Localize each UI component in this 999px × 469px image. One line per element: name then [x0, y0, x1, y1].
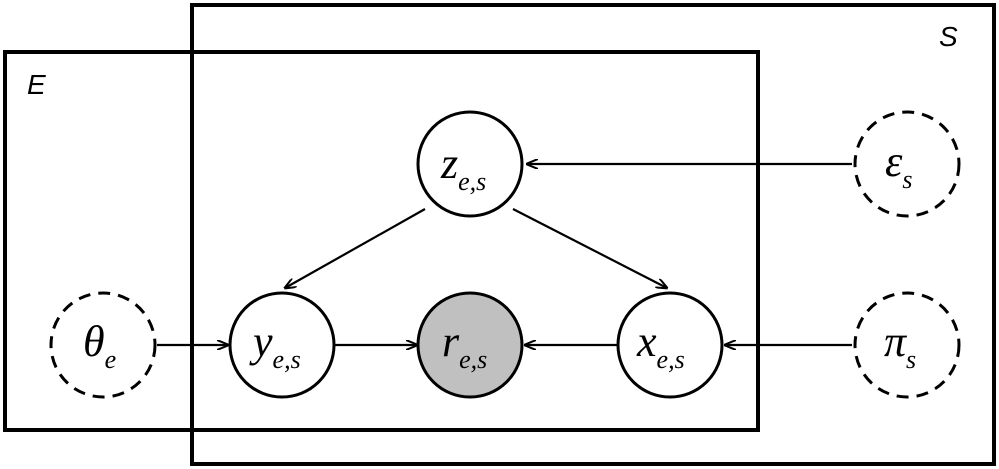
node-r: re,s [416, 291, 524, 399]
node-z: ze,s [416, 110, 524, 218]
svg-text:θe: θe [83, 317, 116, 374]
node-x-subscript: e,s [657, 345, 685, 374]
node-x: xe,s [616, 291, 724, 399]
plate-s-label: S [939, 21, 958, 52]
node-y: ye,s [228, 291, 336, 399]
node-z-subscript: e,s [458, 167, 486, 196]
edge-z-x [512, 208, 667, 288]
node-theta-symbol: θ [83, 317, 105, 366]
svg-text:εs: εs [885, 137, 912, 194]
node-epsilon-symbol: ε [885, 137, 903, 186]
node-x-symbol: x [636, 317, 657, 366]
node-r-symbol: r [442, 317, 460, 366]
svg-text:re,s: re,s [442, 317, 487, 374]
node-epsilon: εs [853, 110, 961, 218]
node-theta-subscript: e [105, 345, 117, 374]
node-epsilon-subscript: s [902, 165, 912, 194]
node-pi-subscript: s [906, 345, 916, 374]
svg-text:xe,s: xe,s [636, 317, 685, 374]
node-r-subscript: e,s [459, 345, 487, 374]
node-pi-symbol: π [884, 317, 908, 366]
node-pi: πs [853, 291, 961, 399]
plate-e-label: E [27, 69, 46, 100]
svg-text:πs: πs [884, 317, 916, 374]
svg-text:ze,s: ze,s [440, 139, 486, 196]
node-z-symbol: z [440, 139, 458, 188]
plate-s [190, 3, 996, 466]
plate-e [3, 50, 760, 432]
node-y-subscript: e,s [273, 345, 301, 374]
node-theta: θe [49, 291, 157, 399]
svg-text:ye,s: ye,s [249, 317, 301, 374]
node-y-symbol: y [249, 317, 273, 366]
edge-z-y [285, 208, 426, 288]
